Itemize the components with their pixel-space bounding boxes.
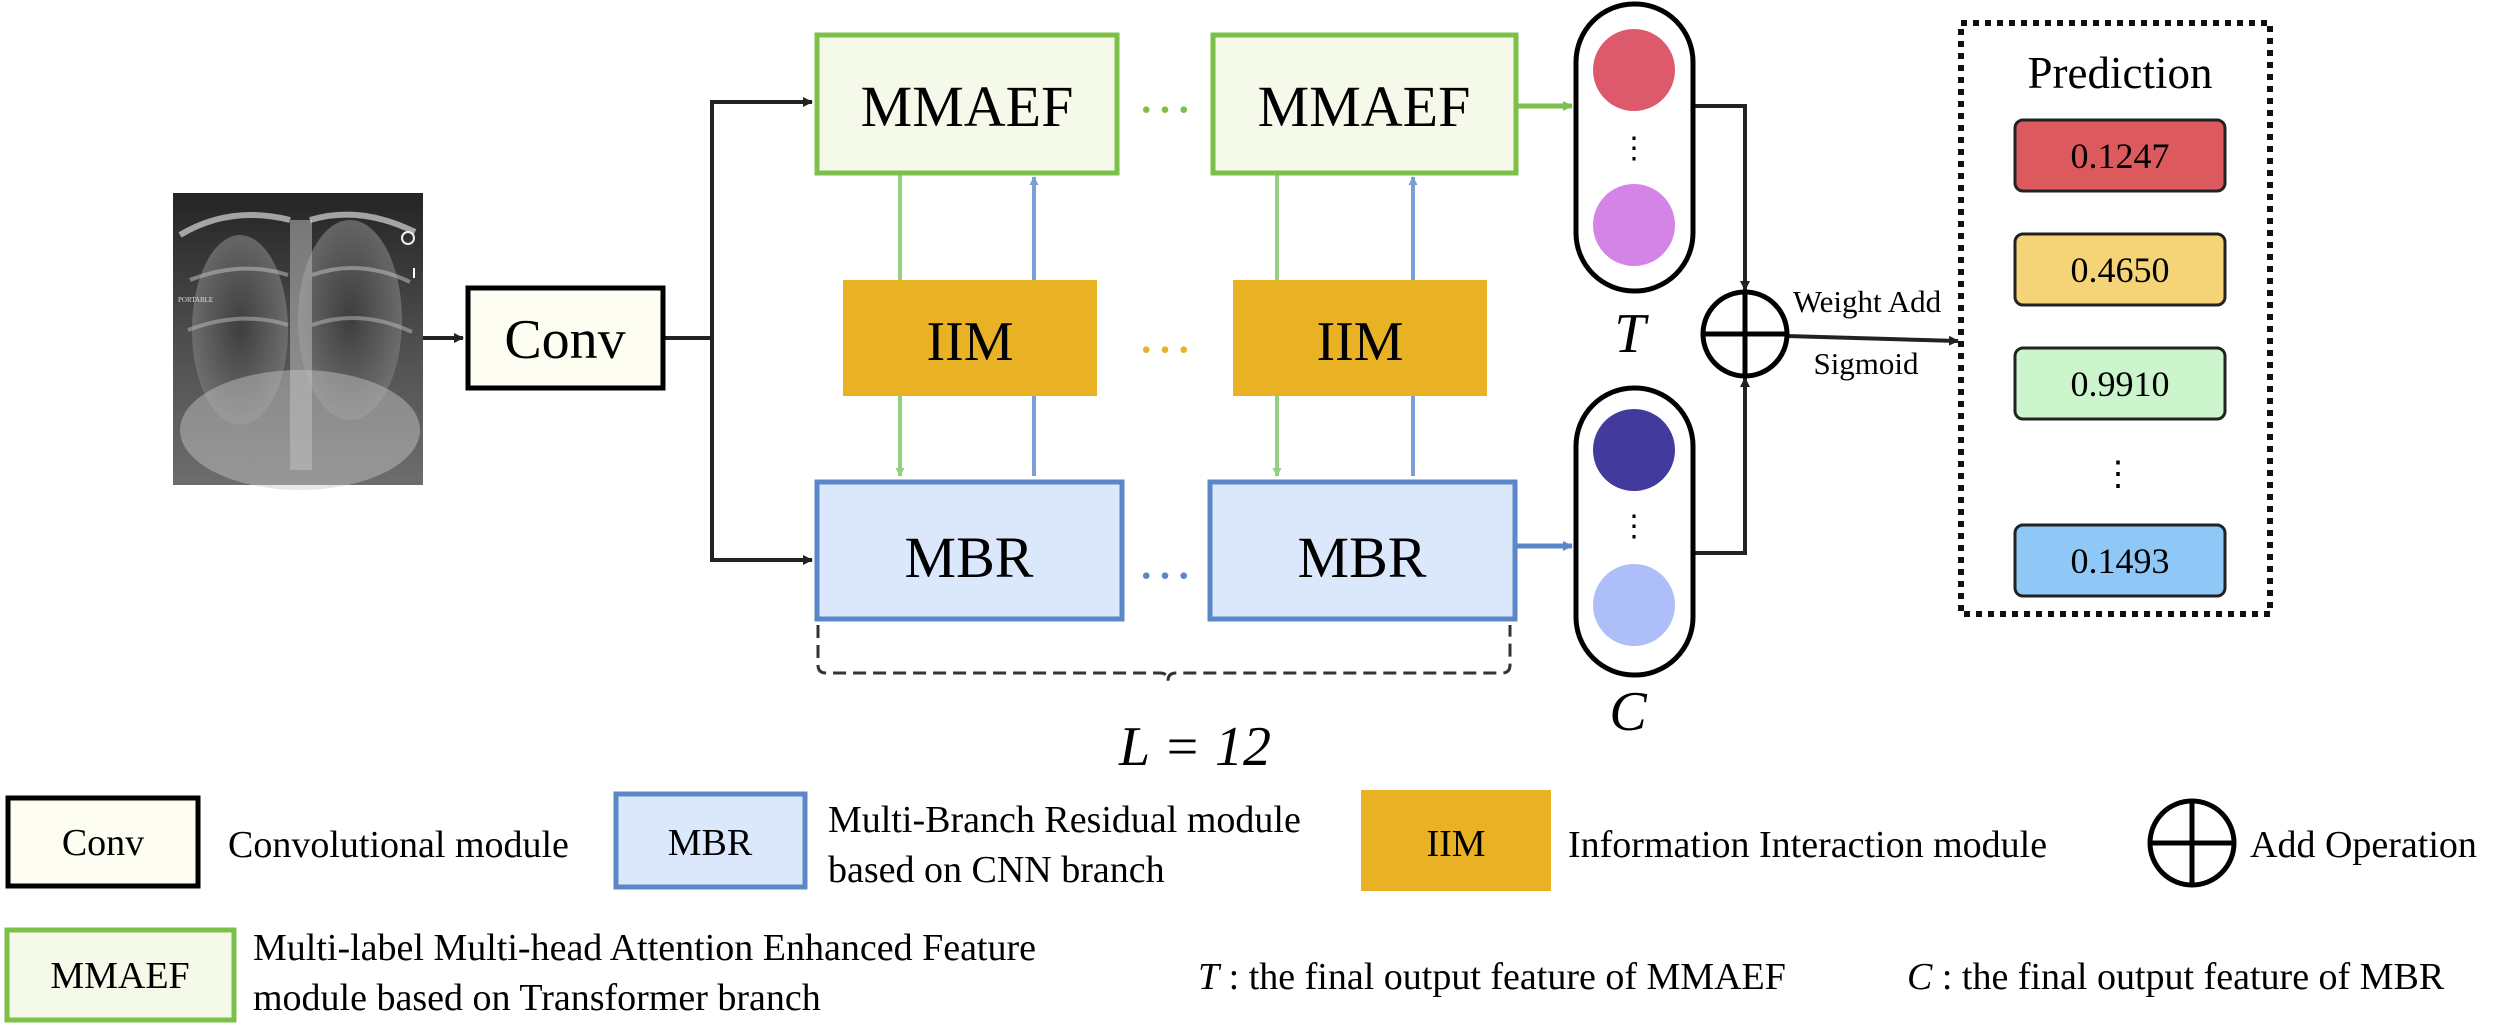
prediction-vertical-dots: ⋮	[2101, 456, 2135, 493]
t-feature-token-bottom	[1593, 184, 1675, 266]
mbr-block-1-label: MBR	[905, 525, 1034, 590]
legend-c-desc: : the final output feature of MBR	[1932, 956, 2444, 998]
legend-iim-swatch	[1361, 790, 1551, 891]
prediction-value-box-2	[2013, 232, 2227, 307]
add-operation-icon	[1700, 289, 1790, 379]
legend-t-definition: T : the final output feature of MMAEF	[1198, 956, 1786, 998]
iim-block-1-label: IIM	[926, 311, 1013, 373]
c-feature-token-top	[1593, 409, 1675, 491]
legend-c-definition: C : the final output feature of MBR	[1907, 956, 2445, 998]
prediction-value-2: 0.4650	[2071, 250, 2170, 290]
mmaef-block-2-label: MMAEF	[1258, 74, 1471, 139]
mmaef-block-1-label: MMAEF	[861, 74, 1074, 139]
t-feature-symbol: T	[1614, 303, 1649, 365]
conv-block	[465, 285, 666, 391]
prediction-value-box-4	[2013, 523, 2227, 598]
legend-iim-key: IIM	[1426, 823, 1485, 865]
legend-mmaef-key: MMAEF	[50, 955, 189, 997]
iim-block-2-label: IIM	[1316, 311, 1403, 373]
mbr-block-2-label: MBR	[1298, 525, 1427, 590]
legend-c-symbol: C	[1907, 956, 1933, 998]
conv-label: Conv	[504, 309, 625, 371]
legend-mmaef-swatch	[4, 927, 237, 1023]
c-feature-symbol: C	[1609, 681, 1647, 743]
ellipsis-mbr: …	[1137, 529, 1193, 591]
chest-xray-image: PORTABLE	[173, 193, 423, 490]
mbr-block-2	[1207, 479, 1518, 622]
prediction-value-3: 0.9910	[2071, 364, 2170, 404]
prediction-value-4: 0.1493	[2071, 541, 2170, 581]
legend-mbr-swatch	[613, 791, 808, 890]
legend-t-symbol: T	[1198, 956, 1222, 998]
legend-mbr-key: MBR	[668, 822, 753, 864]
prediction-title: Prediction	[2028, 48, 2213, 98]
legend-mbr-desc-line2: based on CNN branch	[828, 849, 1165, 891]
iim-block-2	[1233, 280, 1487, 396]
c-feature-token-bottom	[1593, 564, 1675, 646]
mmaef-block-1	[814, 32, 1120, 176]
t-feature-token-top	[1593, 29, 1675, 111]
prediction-value-box-1	[2013, 118, 2227, 193]
prediction-value-box-3	[2013, 346, 2227, 421]
layer-count-label: L = 12	[1118, 716, 1271, 778]
svg-text:PORTABLE: PORTABLE	[178, 296, 213, 304]
mbr-block-1	[814, 479, 1125, 622]
legend-add-operation-icon	[2147, 798, 2237, 888]
legend-mmaef-desc-line1: Multi-label Multi-head Attention Enhance…	[253, 927, 1036, 969]
legend-t-desc: : the final output feature of MMAEF	[1219, 956, 1786, 998]
legend-add-desc: Add Operation	[2250, 824, 2477, 866]
legend: Conv Convolutional module MBR Multi-Bran…	[4, 790, 2477, 1023]
combine-label-sigmoid: Sigmoid	[1813, 346, 1919, 381]
combine-label-weight-add: Weight Add	[1793, 284, 1942, 319]
legend-conv-key: Conv	[62, 822, 144, 864]
mmaef-block-2	[1210, 32, 1519, 176]
ellipsis-iim: …	[1137, 303, 1193, 365]
prediction-value-1: 0.1247	[2071, 136, 2170, 176]
connectors	[423, 97, 1959, 682]
t-feature-vertical-dots: ⋮	[1619, 132, 1649, 165]
iim-block-1	[843, 280, 1097, 396]
prediction-panel	[1958, 20, 2273, 617]
legend-mbr-desc-line1: Multi-Branch Residual module	[828, 799, 1301, 841]
legend-conv-desc: Convolutional module	[228, 824, 569, 866]
legend-mmaef-desc-line2: module based on Transformer branch	[253, 977, 821, 1019]
legend-iim-desc: Information Interaction module	[1568, 824, 2047, 866]
legend-conv-swatch	[5, 795, 201, 889]
c-feature-vertical-dots: ⋮	[1619, 510, 1649, 543]
ellipsis-mmaef: …	[1137, 63, 1193, 125]
